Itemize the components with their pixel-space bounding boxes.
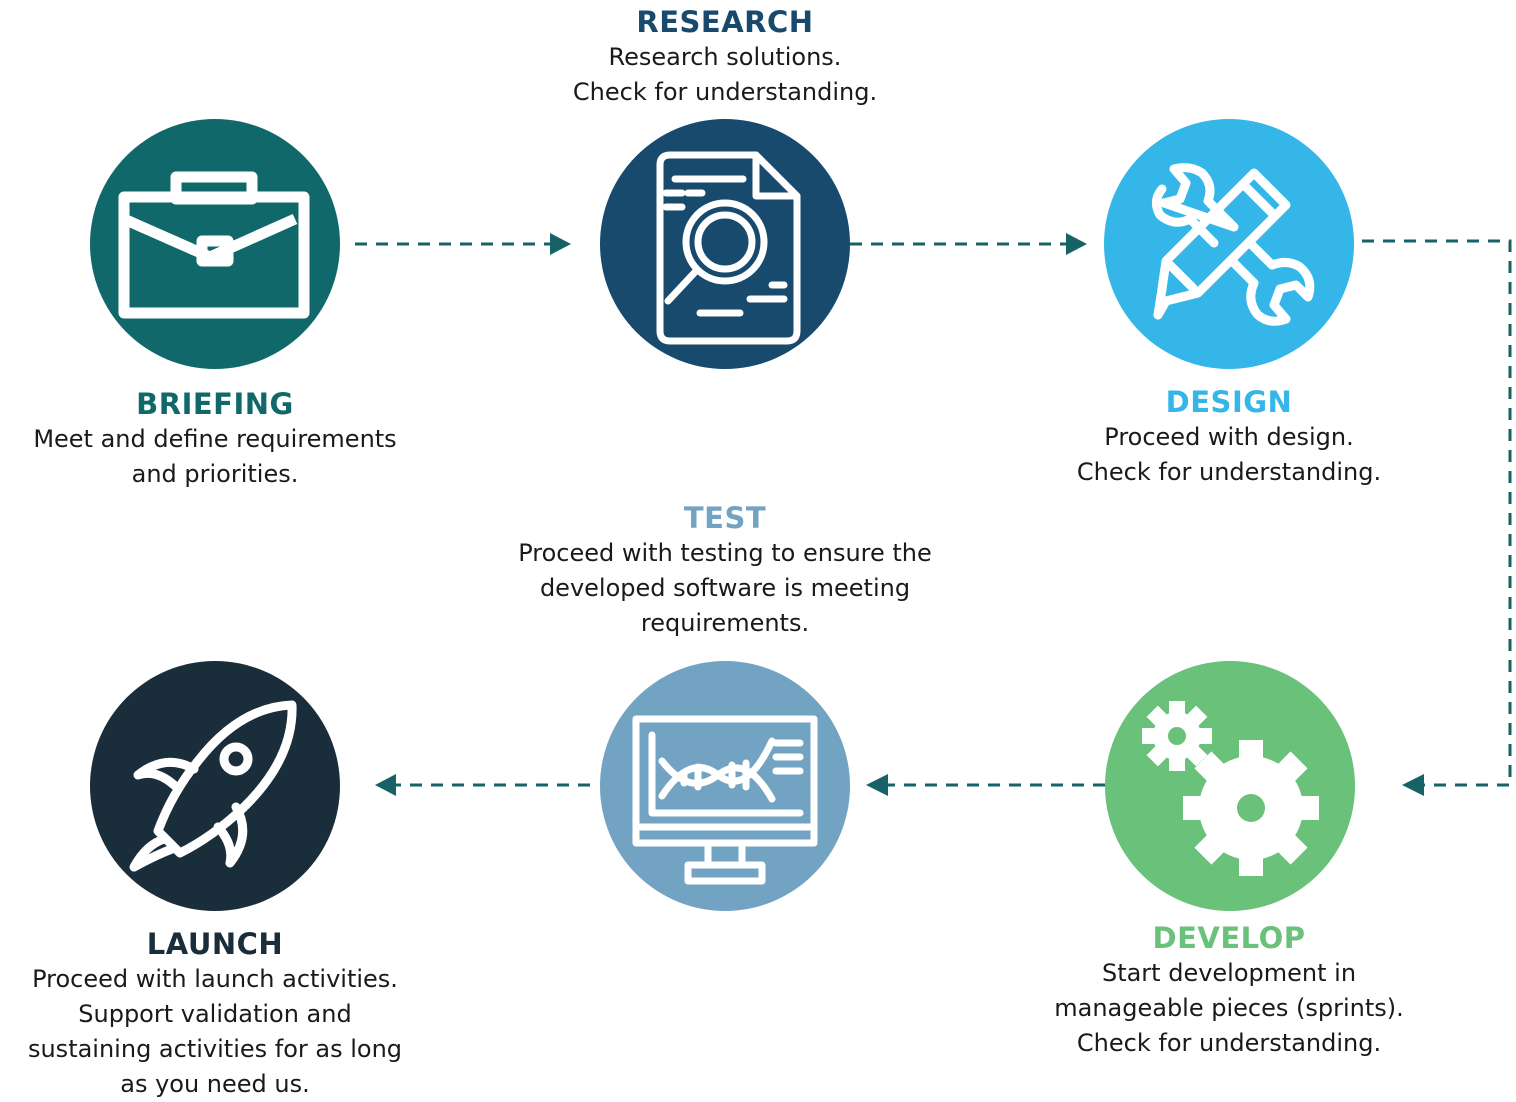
test-line: requirements. — [640, 609, 810, 637]
pencil-wrench-icon — [1152, 163, 1315, 326]
launch-line: Proceed with launch activities. — [32, 965, 398, 993]
develop-circle — [1105, 661, 1355, 911]
develop-description: Start development in manageable pieces (… — [1004, 956, 1454, 1061]
design-line: Check for understanding. — [1076, 458, 1382, 486]
design-title: DESIGN — [1165, 385, 1293, 419]
arrowhead-research — [550, 233, 571, 255]
gears-icon — [1142, 701, 1319, 876]
arrowhead-test — [866, 774, 888, 796]
research-title: RESEARCH — [636, 5, 814, 39]
briefcase-icon — [118, 171, 310, 319]
develop-line: Check for understanding. — [1076, 1029, 1382, 1057]
research-circle — [600, 119, 850, 369]
research-description: Research solutions. Check for understand… — [500, 40, 950, 110]
briefing-title: BRIEFING — [136, 387, 294, 421]
test-title: TEST — [683, 501, 767, 535]
launch-description: Proceed with launch activities. Support … — [0, 962, 430, 1102]
rocket-icon — [129, 700, 297, 872]
briefing-label: BRIEFING Meet and define requirements an… — [0, 386, 430, 492]
briefing-circle — [90, 119, 340, 369]
monitor-dna-icon — [632, 715, 818, 885]
design-circle — [1104, 119, 1354, 369]
develop-title: DEVELOP — [1152, 921, 1306, 955]
develop-line: manageable pieces (sprints). — [1054, 994, 1404, 1022]
test-line: developed software is meeting — [539, 574, 911, 602]
connector-design-develop — [1362, 239, 1512, 787]
develop-label: DEVELOP Start development in manageable … — [1004, 920, 1454, 1061]
launch-title: LAUNCH — [146, 927, 284, 961]
briefing-description: Meet and define requirements and priorit… — [0, 422, 430, 492]
launch-line: Support validation and — [78, 1000, 352, 1028]
briefing-line: and priorities. — [131, 460, 299, 488]
briefing-line: Meet and define requirements — [33, 425, 397, 453]
launch-label: LAUNCH Proceed with launch activities. S… — [0, 926, 430, 1102]
test-circle — [600, 661, 850, 911]
launch-line: as you need us. — [120, 1070, 310, 1098]
document-search-icon — [656, 151, 801, 345]
develop-line: Start development in — [1101, 959, 1357, 987]
design-description: Proceed with design. Check for understan… — [1014, 420, 1444, 490]
test-description: Proceed with testing to ensure the devel… — [450, 536, 1000, 641]
arrowhead-launch — [375, 774, 396, 796]
research-label: RESEARCH Research solutions. Check for u… — [500, 4, 950, 110]
launch-line: sustaining activities for as long — [27, 1035, 403, 1063]
design-label: DESIGN Proceed with design. Check for un… — [1014, 384, 1444, 490]
arrowhead-develop — [1402, 774, 1424, 796]
design-line: Proceed with design. — [1104, 423, 1354, 451]
test-label: TEST Proceed with testing to ensure the … — [450, 500, 1000, 641]
research-line: Check for understanding. — [572, 78, 878, 106]
research-line: Research solutions. — [608, 43, 842, 71]
test-line: Proceed with testing to ensure the — [518, 539, 932, 567]
arrowhead-design — [1066, 233, 1087, 255]
launch-circle — [90, 661, 340, 911]
